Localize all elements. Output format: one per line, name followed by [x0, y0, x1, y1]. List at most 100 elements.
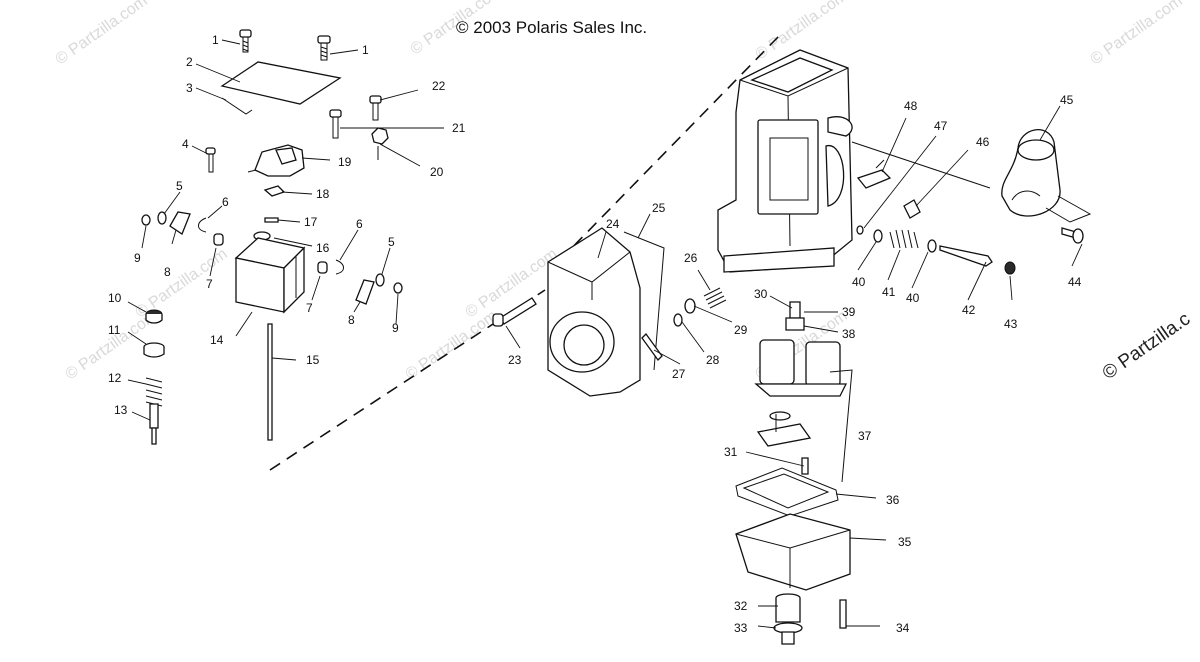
spring-41 — [889, 229, 919, 249]
washer-28 — [673, 313, 683, 327]
callout-33: 33 — [734, 621, 748, 635]
callout-2: 2 — [186, 55, 193, 69]
callout-30: 30 — [754, 287, 768, 301]
callout-11: 11 — [108, 323, 121, 337]
callout-29: 29 — [734, 323, 748, 337]
callout-25: 25 — [652, 201, 666, 215]
jet-38 — [785, 317, 805, 331]
callout-19: 19 — [338, 155, 352, 169]
callout-6b: 6 — [356, 217, 363, 231]
callout-6a: 6 — [222, 195, 229, 209]
carburetor-body — [717, 49, 853, 273]
callout-22: 22 — [432, 79, 446, 93]
nut-20 — [371, 127, 389, 145]
plunger-13 — [149, 403, 159, 445]
callout-24: 24 — [606, 217, 620, 231]
callout-20: 20 — [430, 165, 444, 179]
callout-26: 26 — [684, 251, 698, 265]
drain-plug — [773, 593, 803, 645]
cap-46 — [903, 199, 921, 219]
float-assembly — [754, 339, 848, 397]
callout-15: 15 — [306, 353, 320, 367]
screw-4 — [205, 147, 216, 173]
leader-lines — [127, 39, 1083, 629]
bowl-gasket-36 — [735, 467, 839, 517]
copyright-text: © 2003 Polaris Sales Inc. — [456, 18, 647, 37]
float-bowl — [735, 513, 851, 591]
callout-labels: 1 1 2 3 4 5 6 9 8 7 19 18 17 16 14 15 10… — [108, 33, 1082, 635]
callout-40a: 40 — [852, 275, 866, 289]
callout-1b: 1 — [362, 43, 369, 57]
callout-7b: 7 — [306, 301, 313, 315]
callout-13: 13 — [114, 403, 128, 417]
callout-8b: 8 — [348, 313, 355, 327]
clip-6b — [335, 259, 344, 275]
pin-17 — [264, 217, 279, 223]
callout-7a: 7 — [206, 277, 213, 291]
pin-27 — [641, 333, 663, 361]
callout-41: 41 — [882, 285, 896, 299]
screw-31 — [801, 457, 809, 475]
washer-40b — [927, 239, 937, 253]
rod-15 — [267, 323, 273, 441]
callout-37: 37 — [858, 429, 872, 443]
callout-42: 42 — [962, 303, 976, 317]
callout-43: 43 — [1004, 317, 1018, 331]
screw-44 — [1061, 227, 1084, 244]
callout-34: 34 — [896, 621, 910, 635]
spacer-7a — [213, 233, 224, 246]
fitting-48 — [856, 169, 892, 189]
callout-10: 10 — [108, 291, 122, 305]
callout-40b: 40 — [906, 291, 920, 305]
callout-48: 48 — [904, 99, 918, 113]
callout-18: 18 — [316, 187, 330, 201]
ring-43 — [1004, 261, 1016, 275]
screw-1a — [239, 29, 252, 53]
callout-14: 14 — [210, 333, 224, 347]
callout-38: 38 — [842, 327, 856, 341]
callout-16: 16 — [316, 241, 330, 255]
throttle-bracket — [254, 144, 305, 177]
flange-body — [547, 227, 641, 397]
callout-9a: 9 — [134, 251, 141, 265]
screw-1b — [317, 35, 331, 61]
callout-17: 17 — [304, 215, 318, 229]
callout-39: 39 — [842, 305, 856, 319]
callout-32: 32 — [734, 599, 748, 613]
callout-28: 28 — [706, 353, 720, 367]
screw-23 — [492, 297, 537, 327]
callout-45: 45 — [1060, 93, 1074, 107]
watermark-8: © Partzilla.com — [463, 246, 561, 322]
watermark-side: © Partzilla.c — [1099, 309, 1194, 385]
callout-36: 36 — [886, 493, 900, 507]
watermark-7: © Partzilla.com — [403, 308, 501, 384]
link-8a — [169, 211, 191, 235]
callout-9b: 9 — [392, 321, 399, 335]
washer-9b — [393, 282, 403, 294]
washer-5a — [157, 211, 167, 225]
spacer-7b — [317, 261, 328, 274]
washer-40a — [873, 229, 883, 243]
bracket-37 — [829, 369, 853, 483]
callout-35: 35 — [898, 535, 912, 549]
callout-3: 3 — [186, 81, 193, 95]
cap-10 — [145, 309, 163, 324]
callout-5a: 5 — [176, 179, 183, 193]
callout-5b: 5 — [388, 235, 395, 249]
throttle-cover — [1001, 129, 1092, 223]
assembly-dashed-line — [269, 34, 781, 471]
cover-plate — [220, 61, 342, 105]
callout-4: 4 — [182, 137, 189, 151]
float-arm — [756, 423, 812, 447]
callout-31: 31 — [724, 445, 738, 459]
watermark-4: © Partzilla.com — [1088, 0, 1186, 68]
needle-42 — [939, 245, 993, 267]
nut-11 — [143, 342, 165, 358]
throttle-axis-line — [851, 141, 991, 189]
cover-gasket — [221, 97, 253, 115]
callout-23: 23 — [508, 353, 522, 367]
watermark-1: © Partzilla.com — [53, 0, 151, 68]
callout-46: 46 — [976, 135, 990, 149]
link-8b — [355, 279, 375, 305]
